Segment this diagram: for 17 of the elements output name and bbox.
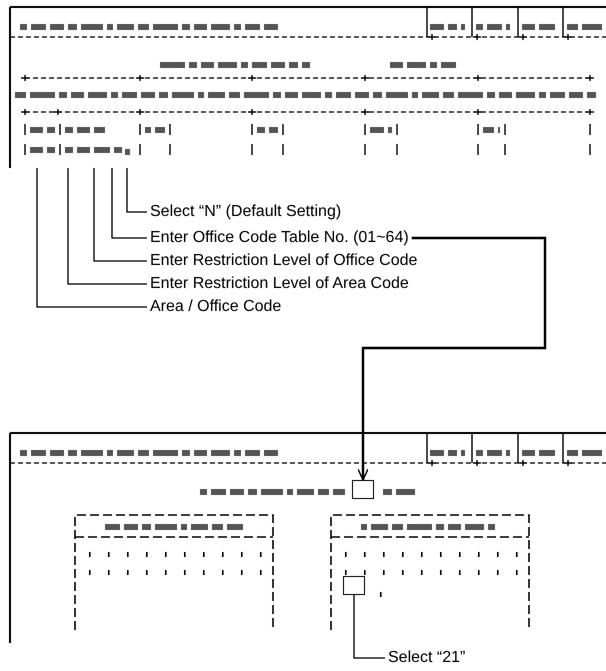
- callout-text: Select “N” (Default Setting): [150, 203, 342, 221]
- leader-line: [353, 595, 385, 659]
- selected-field-box: [352, 480, 374, 499]
- callout-text: Enter Restriction Level of Area Code: [150, 275, 409, 293]
- selected-field-box: [343, 576, 365, 595]
- leader-line: [36, 168, 147, 308]
- leader-line: [67, 168, 147, 285]
- screen-drawing: [10, 433, 606, 643]
- screen-drawing: [10, 7, 606, 168]
- callout-text: Enter Restriction Level of Office Code: [150, 252, 418, 270]
- arrow: [357, 236, 546, 481]
- leader-line: [111, 168, 147, 239]
- leader-line: [93, 168, 147, 262]
- callout-text: Enter Office Code Table No. (01~64): [150, 229, 409, 247]
- callout-text: Select “21”: [388, 649, 466, 667]
- leader-line: [126, 168, 147, 213]
- callout-text: Area / Office Code: [150, 298, 282, 316]
